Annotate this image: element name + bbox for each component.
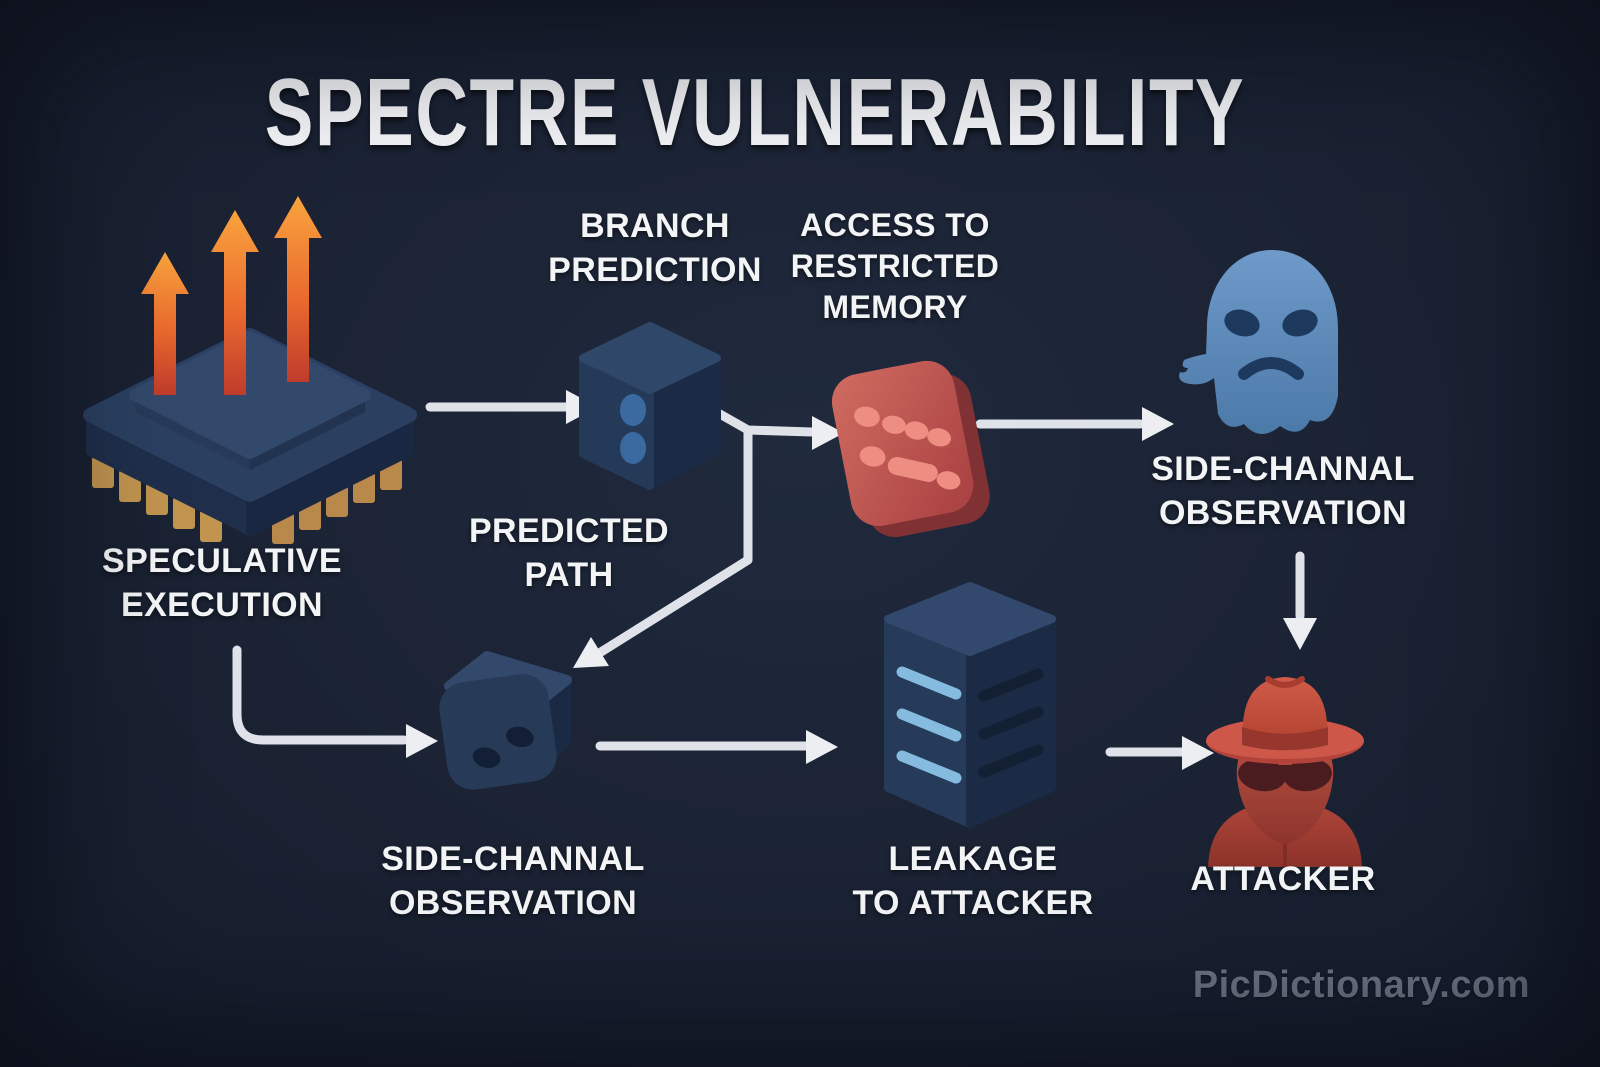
spy-hat-band: [1242, 727, 1328, 751]
red-spy-fedora-icon: [1206, 676, 1364, 867]
prediction-cube-icon: [579, 322, 721, 490]
arrowhead: [573, 637, 609, 668]
ghost-eye: [1224, 309, 1260, 337]
arrowhead: [1283, 618, 1317, 650]
ghost-body: [1179, 250, 1338, 435]
cpu-chip-up-arrows-icon: [83, 196, 417, 544]
arrow-predicted-path: [596, 425, 753, 657]
label-access-restricted-memory: ACCESS TO RESTRICTED MEMORY: [790, 207, 1000, 325]
label-side-channel-observation-bottom: SIDE-CHANNAL OBSERVATION: [381, 840, 645, 922]
angry-ghost-icon: [1179, 250, 1338, 435]
red-memory-block-icon: [831, 360, 990, 538]
memory-dots: [854, 406, 961, 490]
spy-hat-crown: [1242, 677, 1328, 745]
cube-front-face: [439, 674, 557, 790]
label-speculative-execution: SPECULATIVE EXECUTION: [102, 542, 342, 624]
arrowhead: [806, 730, 838, 764]
label-side-channel-observation-top: SIDE-CHANNAL OBSERVATION: [1151, 450, 1415, 532]
cube-dot: [506, 726, 534, 748]
arrowhead: [812, 416, 844, 450]
arrowhead: [1142, 407, 1174, 441]
cube-dot: [620, 432, 646, 464]
arrowhead: [406, 724, 438, 758]
server-slats-lit: [896, 666, 962, 784]
server-slats-dark: [978, 668, 1044, 778]
label-predicted-path: PREDICTED PATH: [468, 512, 670, 594]
arrowhead: [1182, 736, 1214, 770]
up-arrow-icon: [211, 210, 259, 395]
server-tower-icon: [884, 582, 1056, 828]
cube-dot: [620, 394, 646, 426]
arrow-spec-to-cube: [232, 645, 409, 745]
observation-cube-icon: [439, 651, 572, 790]
label-branch-prediction: BRANCH PREDICTION: [548, 207, 762, 289]
cube-dot: [472, 747, 501, 768]
memory-block-face: [831, 360, 974, 527]
up-arrow-icon: [141, 252, 189, 395]
cube-top-face: [579, 322, 721, 394]
up-arrow-icon: [274, 196, 322, 382]
ghost-mouth: [1238, 357, 1304, 380]
ghost-eye: [1282, 309, 1318, 337]
server-top-face: [884, 582, 1056, 656]
spy-sunglasses: [1238, 758, 1332, 792]
page-title: SPECTRE VULNERABILITY: [264, 59, 1246, 166]
watermark: PicDictionary.com: [1192, 964, 1530, 1006]
label-leakage-to-attacker: LEAKAGE TO ATTACKER: [852, 840, 1094, 922]
spy-hat-dent: [1265, 676, 1305, 688]
label-attacker: ATTACKER: [1190, 860, 1376, 898]
